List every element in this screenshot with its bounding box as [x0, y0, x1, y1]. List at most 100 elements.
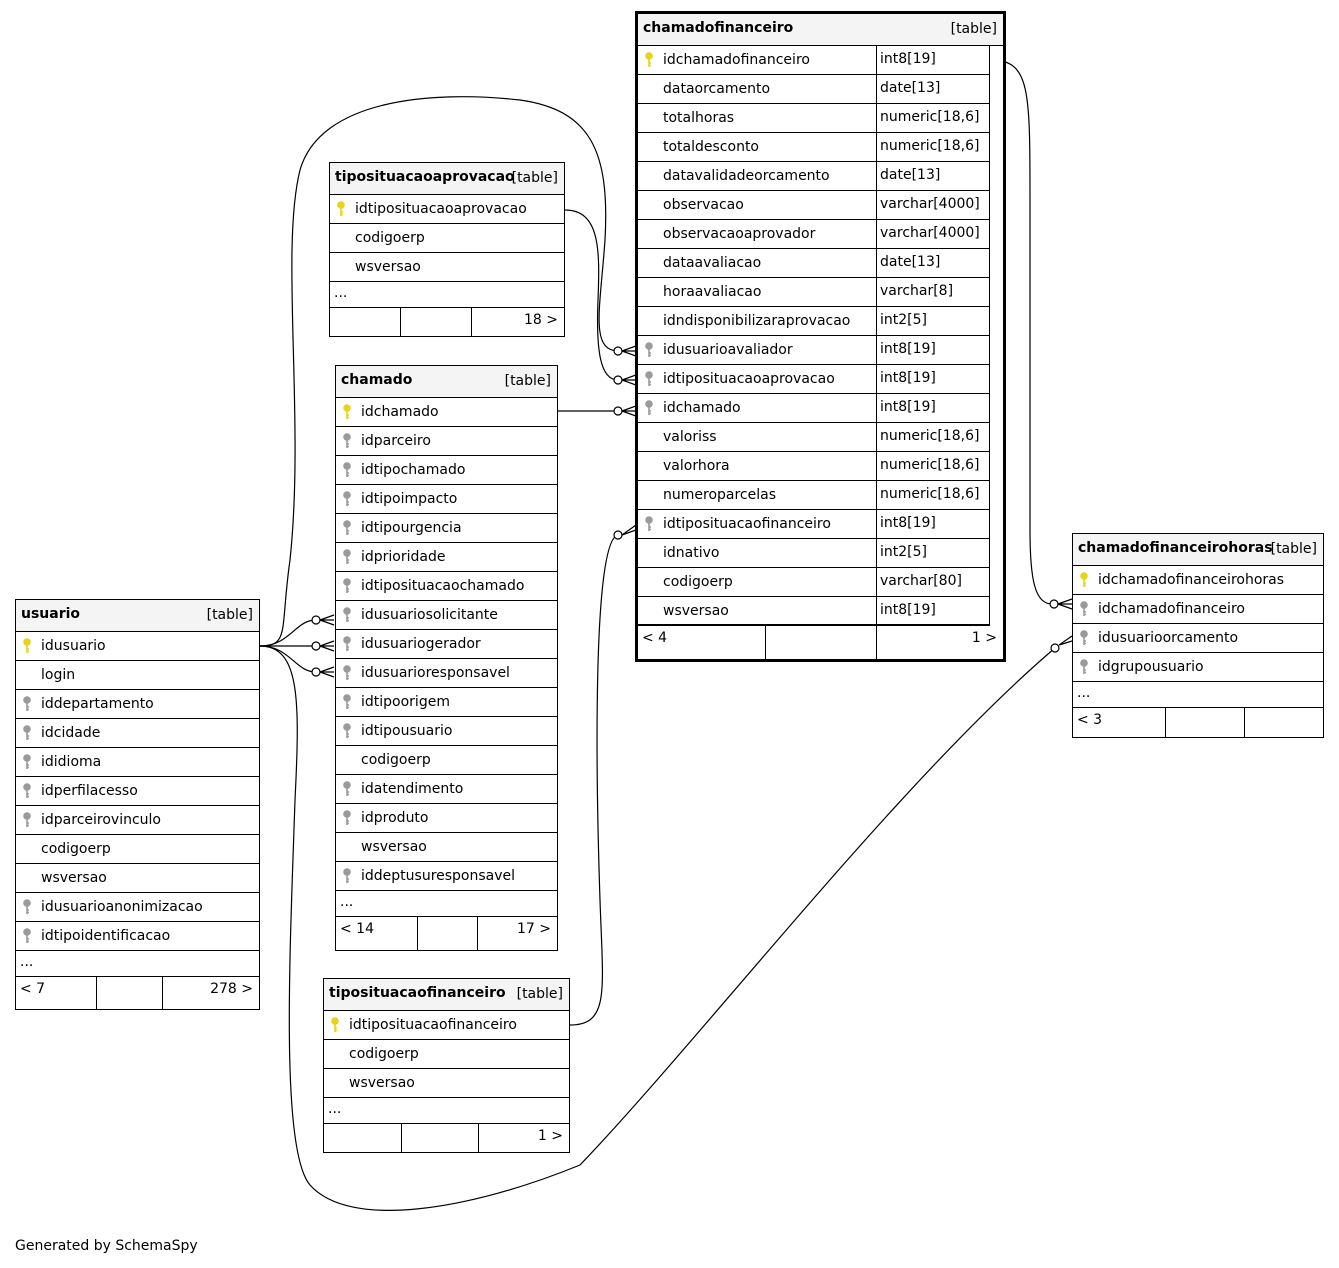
column-row[interactable]: idchamadofinanceiro: [1073, 595, 1323, 624]
more-columns-indicator: ...: [16, 951, 259, 977]
column-row[interactable]: idperfilacesso: [16, 777, 259, 806]
footer-cell-right[interactable]: 278 >: [162, 977, 259, 1009]
table-type-label: [table]: [516, 986, 563, 1002]
footer-cell-right[interactable]: [1244, 708, 1323, 737]
column-row[interactable]: idparceirovinculo: [16, 806, 259, 835]
column-row[interactable]: idtipoidentificacao: [16, 922, 259, 951]
column-row[interactable]: idtipochamado: [336, 456, 557, 485]
column-row[interactable]: idchamado: [336, 398, 557, 427]
column-name: idprioridade: [361, 549, 446, 565]
column-row[interactable]: wsversao: [16, 864, 259, 893]
footer-cell-left[interactable]: [324, 1124, 401, 1152]
column-row[interactable]: wsversao: [336, 833, 557, 862]
column-row[interactable]: iddepartamento: [16, 690, 259, 719]
column-name: wsversao: [361, 839, 427, 855]
column-row[interactable]: wsversao: [324, 1069, 569, 1098]
column-row[interactable]: idusuarioresponsavel: [336, 659, 557, 688]
column-type: numeric[18,6]: [876, 423, 990, 451]
column-name: valoriss: [663, 429, 717, 445]
footer-cell-right[interactable]: 1 >: [876, 626, 1003, 659]
column-row[interactable]: idparceiro: [336, 427, 557, 456]
column-row[interactable]: idcidade: [16, 719, 259, 748]
column-row[interactable]: idtiposituacaofinanceiro: [324, 1011, 569, 1040]
footer-cell-right[interactable]: 18 >: [471, 308, 564, 336]
foreign-key-icon: [22, 754, 32, 771]
column-row[interactable]: idtipourgencia: [336, 514, 557, 543]
column-row[interactable]: idusuarioanonimizacao: [16, 893, 259, 922]
more-columns-text: ...: [340, 894, 354, 910]
column-row[interactable]: idusuariosolicitante: [336, 601, 557, 630]
column-row[interactable]: idtipoimpacto: [336, 485, 557, 514]
table-footer: < 4 1 >: [638, 626, 1003, 659]
column-row[interactable]: wsversao: [330, 253, 564, 282]
table-header[interactable]: usuario[table]: [16, 600, 259, 632]
table-header[interactable]: chamadofinanceiro[table]: [638, 14, 1003, 46]
column-row[interactable]: idtipoorigem: [336, 688, 557, 717]
table-tiposituacaofinanceiro[interactable]: tiposituacaofinanceiro[table] idtipositua…: [323, 978, 570, 1153]
footer-cell-left[interactable]: < 4: [642, 630, 668, 646]
column-row[interactable]: idatendimento: [336, 775, 557, 804]
column-row[interactable]: idtipousuario: [336, 717, 557, 746]
table-header[interactable]: chamadofinanceirohoras[table]: [1073, 534, 1323, 566]
footer-cell-left[interactable]: < 14: [340, 921, 374, 937]
column-row[interactable]: codigoerp: [330, 224, 564, 253]
column-row[interactable]: login: [16, 661, 259, 690]
column-name: idtiposituacaofinanceiro: [349, 1017, 517, 1033]
table-footer: 1 >: [324, 1124, 569, 1152]
column-row[interactable]: codigoerp: [16, 835, 259, 864]
table-header[interactable]: tiposituacaofinanceiro[table]: [324, 979, 569, 1011]
column-name: idtiposituacaoaprovacao: [663, 371, 835, 387]
footer-cell-right[interactable]: 1 >: [478, 1124, 569, 1152]
column-name: idgrupousuario: [1098, 659, 1204, 675]
footer-cell-left[interactable]: < 3: [1077, 712, 1103, 728]
column-row[interactable]: ididioma: [16, 748, 259, 777]
column-name: idchamadofinanceiro: [663, 52, 810, 68]
footer-cell-left[interactable]: < 7: [20, 981, 46, 997]
footer-cell-left[interactable]: [330, 308, 400, 336]
column-row[interactable]: idprioridade: [336, 543, 557, 572]
column-name: codigoerp: [355, 230, 425, 246]
column-name: ididioma: [41, 754, 102, 770]
column-row[interactable]: idusuario: [16, 632, 259, 661]
column-row[interactable]: iddeptusuresponsavel: [336, 862, 557, 891]
column-row[interactable]: idtiposituacaoaprovacao: [330, 195, 564, 224]
column-row[interactable]: idchamadofinanceirohoras: [1073, 566, 1323, 595]
column-row[interactable]: idusuariogerador: [336, 630, 557, 659]
column-row[interactable]: valoriss numeric[18,6]: [638, 423, 990, 452]
primary-key-icon: [644, 52, 654, 69]
column-row[interactable]: idproduto: [336, 804, 557, 833]
table-header[interactable]: chamado[table]: [336, 366, 557, 398]
table-header[interactable]: tiposituacaoaprovacao[table]: [330, 163, 564, 195]
table-tiposituacaoaprovacao[interactable]: tiposituacaoaprovacao[table]idtiposituac…: [329, 162, 565, 337]
column-row[interactable]: codigoerp: [324, 1040, 569, 1069]
footer-cell-right[interactable]: 17 >: [477, 917, 557, 950]
column-row[interactable]: codigoerp: [336, 746, 557, 775]
column-row[interactable]: idtiposituacaochamado: [336, 572, 557, 601]
column-row[interactable]: idgrupousuario: [1073, 653, 1323, 682]
primary-key-icon: [336, 201, 346, 218]
column-row[interactable]: idusuarioorcamento: [1073, 624, 1323, 653]
table-chamadofinanceirohoras[interactable]: chamadofinanceirohoras[table]idchamadofi…: [1072, 533, 1324, 738]
table-chamadofinanceiro[interactable]: chamadofinanceiro[table]idchamadofinance…: [635, 11, 1006, 662]
